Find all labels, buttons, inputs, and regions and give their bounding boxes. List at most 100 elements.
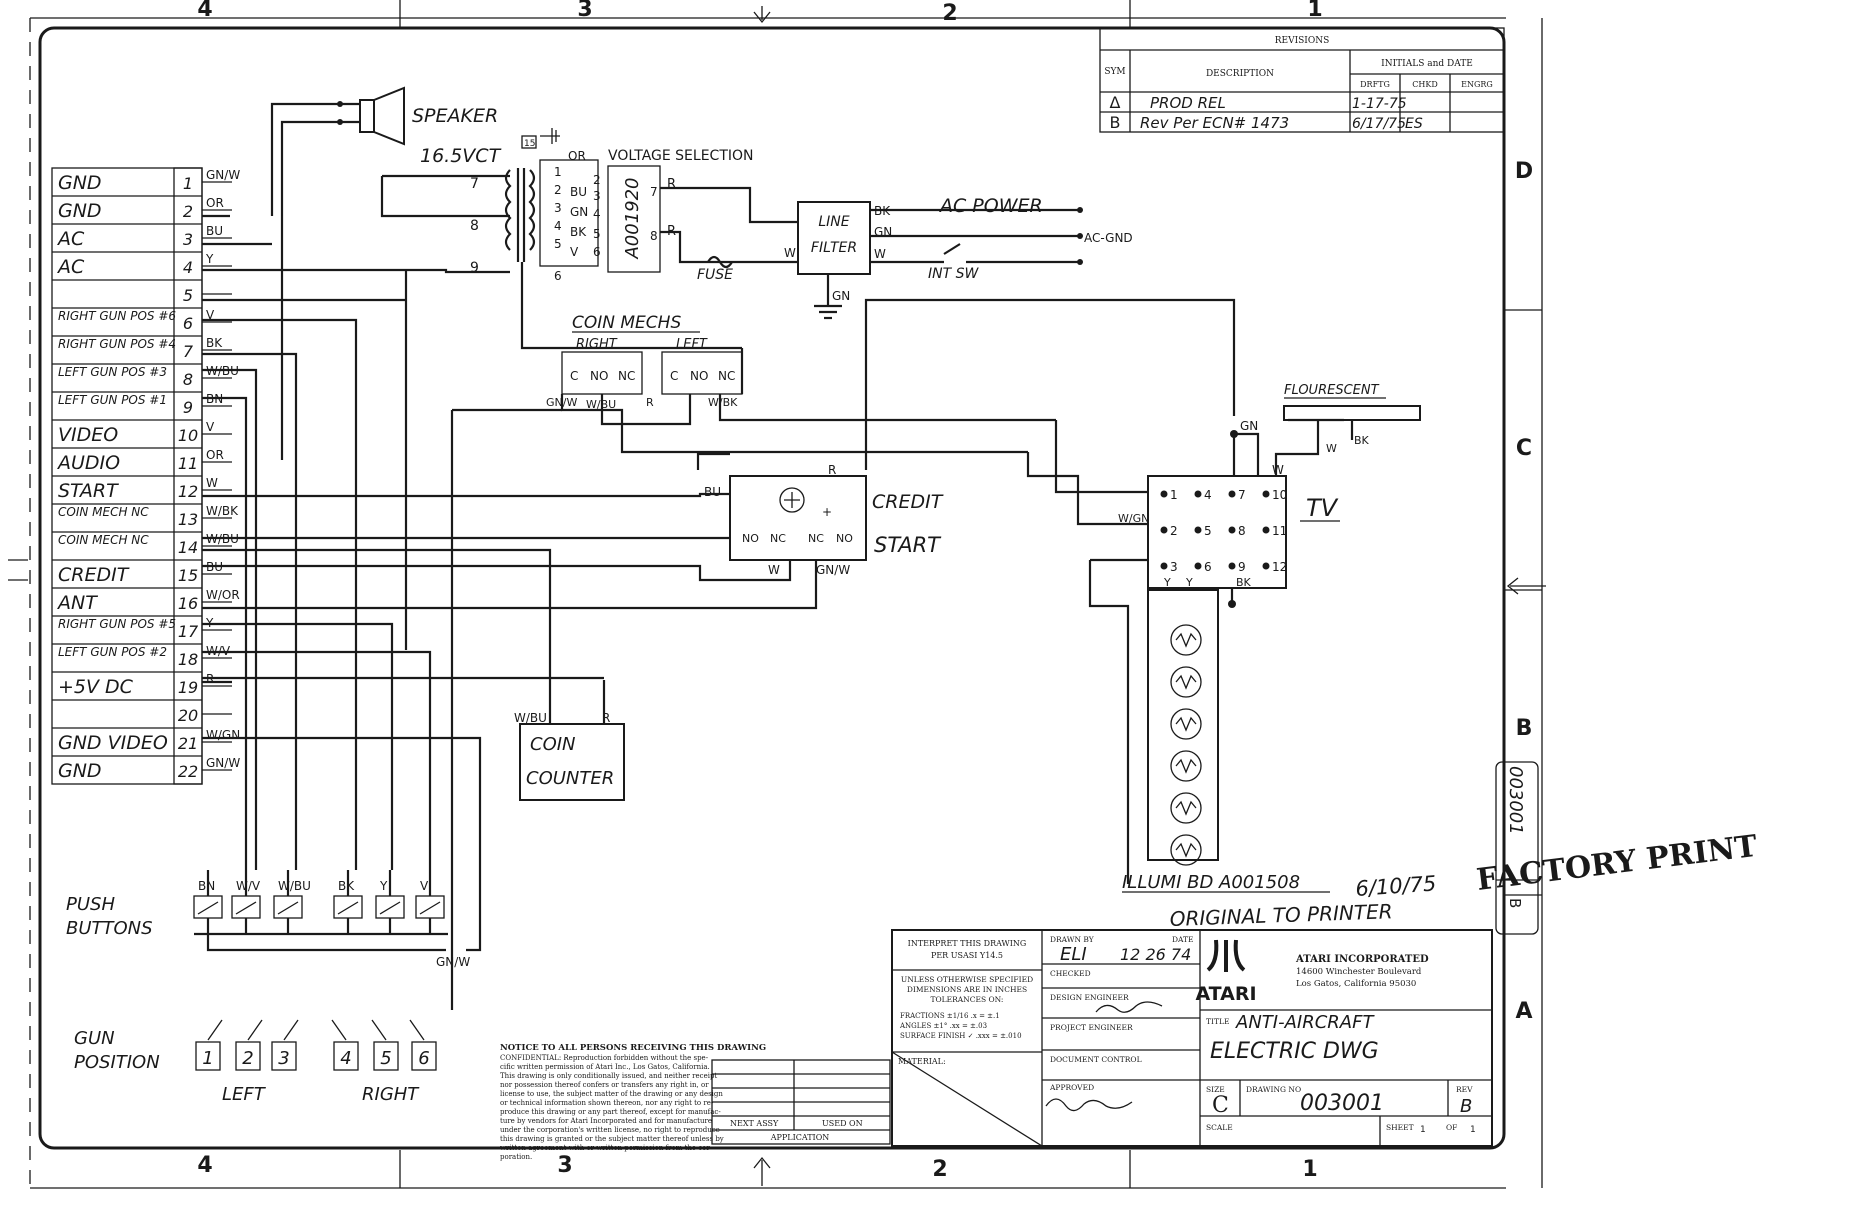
company-address-1: 14600 Winchester Boulevard [1296, 967, 1422, 977]
sw-wire-v: V [570, 245, 579, 259]
tv-wire-wgn: W/GN [1118, 512, 1149, 525]
sw-pin-5: 5 [554, 237, 562, 251]
push-button-wire-2: W/V [236, 879, 261, 893]
coin-left-c: C [670, 369, 678, 383]
application-block: NEXT ASSY USED ON APPLICATION [711, 1059, 891, 1145]
int-sw-label: INT SW [928, 266, 979, 282]
r-pin-5: 5 [593, 227, 601, 241]
gun-position-box-6 [411, 1041, 437, 1071]
notice-line-8: ture by vendors for Atari Incorporated a… [500, 1117, 712, 1125]
out-pin-7: 7 [650, 185, 658, 199]
rev-header-initials: INITIALS and DATE [1381, 59, 1473, 69]
pin-3-wire: BU [206, 224, 223, 238]
pin-6-label: RIGHT GUN POS #6 [58, 309, 176, 323]
illumi-board: ILLUMI BD A001508 [1122, 589, 1330, 893]
sw-wire-or: OR [568, 149, 586, 163]
of-label: OF [1446, 1123, 1457, 1132]
tv-wire-bk: BK [1236, 576, 1252, 589]
push-buttons-title1: PUSH [66, 894, 115, 915]
pin-3-label: AC [56, 228, 85, 250]
notice-line-11: written agreement with or written permis… [500, 1144, 713, 1152]
gun-position-box-2 [235, 1041, 261, 1071]
push-button-6 [415, 895, 445, 919]
ac-power-label: AC POWER [938, 195, 1043, 217]
pin-12-wire: W [206, 476, 218, 490]
rev-row-2-description: Rev Per ECN# 1473 [1140, 114, 1289, 132]
title-block: INTERPRET THIS DRAWING PER USASI Y14.5 U… [891, 929, 1493, 1147]
notice-line-3: This drawing is only conditionally issue… [500, 1072, 717, 1080]
notice-line-5: license to use, the subject matter of th… [500, 1090, 723, 1098]
rev-header-description: DESCRIPTION [1206, 69, 1274, 79]
tv-wire-y2: Y [1185, 576, 1193, 589]
coin-wire-wbk: W/BK [708, 396, 738, 409]
pin-10-label: VIDEO [58, 424, 118, 446]
side-tab-drawing-no: 003001 [1505, 766, 1526, 835]
credit-start-board: + CREDIT START NO NC NC NO BU R W GN/W [704, 463, 944, 577]
pin-11-number: 11 [178, 454, 198, 473]
r-label-top: R [667, 177, 676, 192]
pin-7-label: RIGHT GUN POS #4 [58, 337, 176, 351]
rev-row-1-description: PROD REL [1150, 94, 1226, 112]
notice-line-1: CONFIDENTIAL: Reproduction forbidden wit… [500, 1054, 709, 1062]
pin-18-number: 18 [178, 650, 198, 669]
wiring [202, 101, 1354, 1010]
sw-pin-2: 2 [554, 183, 562, 197]
push-button-wire-1: BN [198, 879, 215, 893]
side-tab: 003001 B [1495, 761, 1539, 935]
speaker-label: SPEAKER [412, 105, 498, 127]
app-label: APPLICATION [770, 1133, 830, 1142]
lamp-4 [1170, 750, 1202, 782]
drawing-frame [8, 0, 1546, 1189]
cs-wire-r: R [828, 463, 836, 477]
transformer-tag: 15 [524, 139, 535, 149]
coin-right-nc: NC [618, 369, 635, 383]
gun-position-num-4: 4 [340, 1048, 351, 1069]
illumi-lamps [1170, 624, 1202, 866]
size-label: SIZE [1206, 1085, 1225, 1094]
zone-side-d: D [1515, 159, 1533, 184]
rev-value: B [1460, 1096, 1472, 1117]
interpret-2: PER USASI Y14.5 [931, 951, 1003, 960]
part-a001920: 2 3 4 5 6 7 8 A001920 [593, 165, 661, 273]
pin-16-number: 16 [178, 594, 198, 613]
pin-16-label: ANT [56, 592, 98, 614]
rev-row-2-sym: B [1110, 113, 1121, 132]
app-used-on: USED ON [822, 1119, 863, 1128]
tv-pin-7: 7 [1238, 488, 1246, 502]
sheet-label: SHEET [1386, 1123, 1414, 1132]
sw-wire-bk: BK [570, 225, 587, 239]
revisions-title: REVISIONS [1275, 36, 1330, 46]
zone-top-4: 4 [197, 0, 212, 22]
pin-5-number: 5 [183, 286, 193, 305]
gun-left-label: LEFT [222, 1084, 267, 1105]
push-button-wire-4: BK [338, 879, 355, 893]
cs-no-1: NO [742, 532, 759, 545]
notice-line-2: cific written permission of Atari Inc., … [500, 1063, 710, 1071]
pin-22-number: 22 [178, 762, 198, 781]
pin-13-wire: W/BK [206, 504, 239, 518]
gun-position-box-3 [271, 1041, 297, 1071]
push-button-2 [231, 895, 261, 919]
pin-15-label: CREDIT [58, 564, 130, 586]
voltage-selection-label: VOLTAGE SELECTION [608, 148, 754, 164]
pin-1-label: GND [58, 172, 102, 194]
zone-top-1: 1 [1307, 0, 1322, 22]
pin-12-label: START [58, 480, 119, 502]
gun-position-box-1 [195, 1041, 221, 1071]
tv-pin-1: 1 [1170, 488, 1178, 502]
notice-line-7: produce this drawing or any part thereof… [500, 1108, 721, 1116]
drawing-title-2: ELECTRIC DWG [1210, 1039, 1379, 1064]
atari-logo: ATARI [1195, 939, 1257, 1005]
filter-gnd-gn: GN [832, 289, 850, 303]
gun-position-box-4 [333, 1041, 359, 1071]
push-button-4 [333, 895, 363, 919]
pin-1-wire: GN/W [206, 168, 240, 182]
cs-wire-w: W [768, 563, 780, 577]
checked-label: CHECKED [1050, 969, 1091, 978]
zone-bottom-1: 1 [1302, 1157, 1317, 1182]
line-filter-line1: LINE [818, 214, 849, 230]
side-tab-rev: B [1506, 898, 1524, 908]
